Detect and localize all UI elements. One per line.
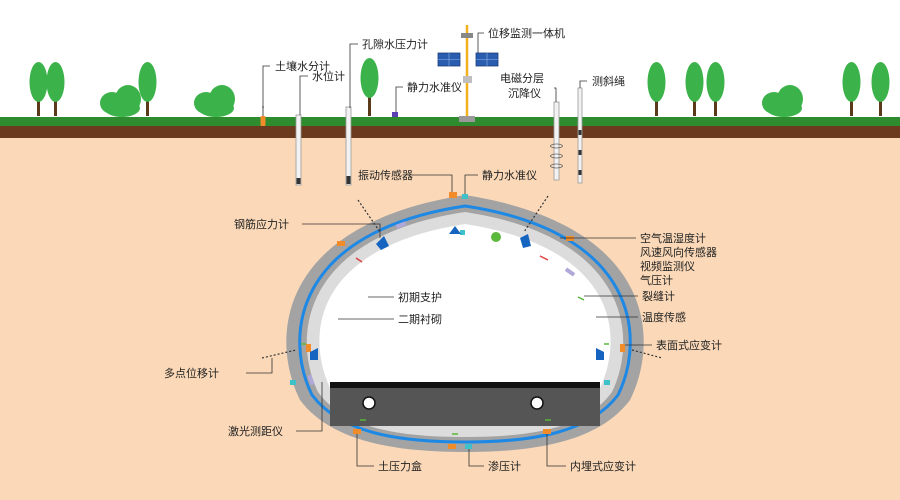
label-secondary-lining: 二期衬砌 — [398, 313, 442, 326]
label-laser-range: 激光测距仪 — [228, 424, 283, 438]
vibration-sensor — [449, 192, 457, 198]
tree-group — [29, 58, 890, 116]
air-quality-sensor — [491, 232, 501, 242]
piezometer-well — [345, 106, 352, 186]
tree-icon — [138, 62, 157, 116]
leader-lines — [246, 32, 652, 467]
tree-icon — [871, 62, 890, 116]
label-em-settlement-1: 电磁分层 — [500, 72, 544, 85]
tree-icon — [647, 62, 666, 116]
track-bed — [330, 388, 600, 426]
bush-icon — [762, 85, 803, 117]
rebar-stress-meter-right — [520, 234, 531, 248]
rebar-stress-meter-left — [376, 236, 389, 250]
label-water-level: 水位计 — [312, 69, 345, 83]
surface-static-level-sensor — [392, 112, 398, 117]
tunnel-cross-section — [286, 195, 644, 452]
label-video-monitor: 视频监测仪 — [640, 259, 695, 273]
label-temperature: 温度传感 — [642, 310, 686, 324]
label-em-settlement-2: 沉降仪 — [508, 86, 541, 100]
drainage-pipe-left — [362, 396, 376, 410]
inclinometer-tube — [577, 87, 583, 184]
tree-icon — [360, 58, 379, 116]
label-multipoint-displacement: 多点位移计 — [164, 366, 219, 380]
topsoil-strip — [0, 126, 900, 138]
label-piezometer: 孔隙水压力计 — [362, 37, 428, 51]
solar-panel-icon — [437, 52, 461, 67]
tree-icon — [842, 62, 861, 116]
label-displacement-station: 位移监测一体机 — [488, 26, 565, 40]
label-earth-pressure: 土压力盒 — [378, 459, 422, 473]
tree-icon — [29, 62, 48, 116]
label-surface-strain: 表面式应变计 — [656, 338, 722, 352]
solar-panel-icon — [475, 52, 499, 67]
soil-moisture-sensor — [260, 106, 266, 126]
label-static-level-tunnel: 静力水准仪 — [482, 168, 537, 182]
bush-group — [100, 85, 803, 117]
label-embedded-strain: 内埋式应变计 — [570, 459, 636, 473]
tunnel-clearance — [319, 224, 611, 388]
label-crack-meter: 裂缝计 — [642, 289, 675, 303]
drainage-pipe-right — [530, 396, 544, 410]
label-osmometer: 渗压计 — [488, 459, 521, 473]
static-level-box — [462, 194, 468, 199]
label-soil-moisture: 土壤水分计 — [275, 59, 330, 73]
tree-icon — [706, 62, 725, 116]
tree-icon — [685, 62, 704, 116]
bush-icon — [100, 85, 141, 117]
label-vibration: 振动传感器 — [358, 168, 413, 182]
tree-icon — [46, 62, 65, 116]
water-level-well — [295, 114, 302, 186]
multipoint-displacement-left — [310, 348, 318, 360]
multipoint-displacement-right — [596, 348, 604, 360]
label-initial-support: 初期支护 — [398, 290, 442, 304]
label-surface-static-level: 静力水准仪 — [407, 80, 462, 94]
tunnel-sensor-group — [261, 192, 663, 449]
grass-strip — [0, 117, 900, 127]
label-wind-sensor: 风速风向传感器 — [640, 245, 717, 259]
label-air-temp-humidity: 空气温湿度计 — [640, 231, 706, 245]
bush-icon — [194, 85, 235, 117]
em-settlement-tube — [550, 101, 563, 181]
laser-reflector — [449, 226, 461, 234]
waterproof-layer — [298, 204, 632, 444]
label-rebar-stress: 钢筋应力计 — [234, 217, 289, 231]
label-group: 土壤水分计 水位计 孔隙水压力计 静力水准仪 位移监测一体机 电磁分层 沉降仪 … — [164, 26, 722, 473]
label-barometer: 气压计 — [640, 273, 673, 287]
label-inclinometer: 测斜绳 — [592, 74, 625, 88]
displacement-station-icon — [437, 25, 499, 122]
